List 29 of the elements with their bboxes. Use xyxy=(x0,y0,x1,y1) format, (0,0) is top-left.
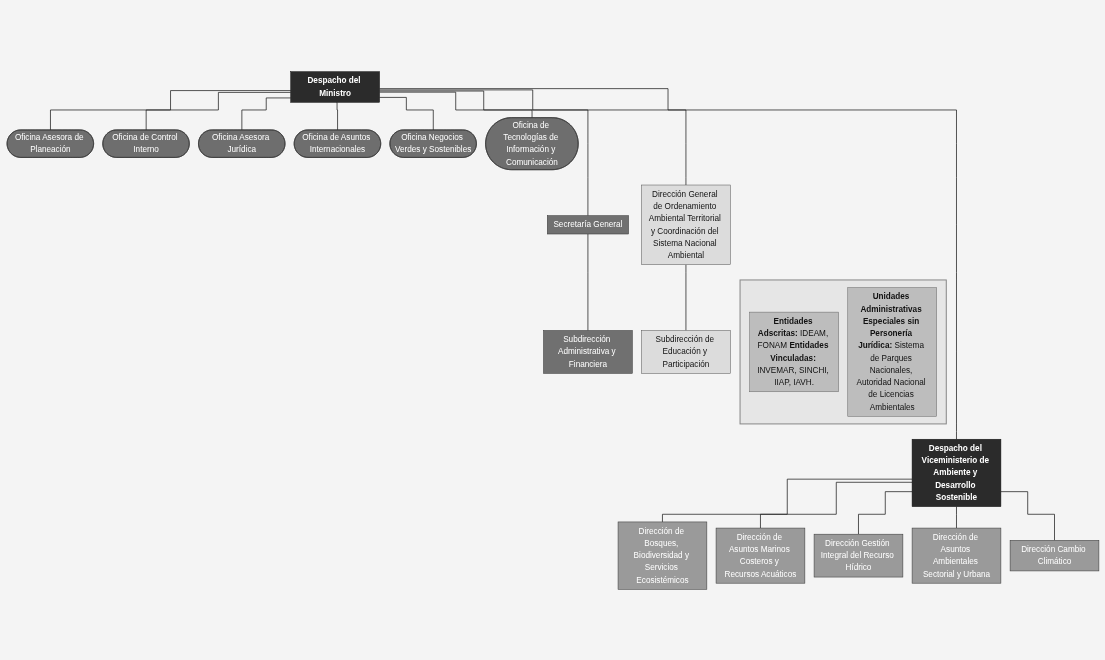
connector xyxy=(335,101,338,130)
connector xyxy=(1000,490,1055,541)
node-box: Dirección de Asuntos Ambientales Sectorial y Urbana xyxy=(911,527,1001,583)
connector xyxy=(378,96,434,130)
connector xyxy=(378,91,533,118)
node-box: Secretaría General xyxy=(546,214,629,234)
connector xyxy=(241,97,291,130)
connector xyxy=(955,505,957,528)
connector xyxy=(145,91,291,130)
connector xyxy=(49,89,291,130)
connector xyxy=(857,490,912,535)
node-box: Unidades Administrativas Especiales sin Personería Jurídica: Sistema de Parques Nacionales, Autoridad Nacional de Licencias Ambientales xyxy=(847,286,937,416)
node-box: Despacho del Viceministerio de Ambiente y Desarrollo Sostenible xyxy=(911,438,1001,507)
node-box: Dirección General de Ordenamiento Ambiental Territorial y Coordinación del Sistema Nacional Ambiental xyxy=(640,184,731,265)
cluster xyxy=(739,278,947,424)
node-box: Dirección Cambio Climático xyxy=(1009,539,1099,571)
node-box: Dirección de Bosques, Biodiversidad y Servicios Ecosistémicos xyxy=(617,521,707,590)
node-box: Subdirección Administrativa y Financiera xyxy=(542,329,633,374)
node-box: Dirección de Asuntos Marinos Costeros y Recursos Acuáticos xyxy=(715,527,805,583)
node-box: Despacho del Ministro xyxy=(289,70,380,103)
node-box: Subdirección de Educación y Participación xyxy=(640,329,731,374)
connector xyxy=(378,89,686,185)
connector xyxy=(378,87,957,440)
connector xyxy=(378,90,588,216)
node-box: Dirección Gestión Integral del Recurso Hídrico xyxy=(813,533,903,577)
node-box: Entidades Adscritas: IDEAM, FONAM Entidades Vinculadas: INVEMAR, SINCHI, IIAP, IAVH. xyxy=(749,311,839,392)
connector xyxy=(587,233,588,331)
connector xyxy=(759,481,912,528)
connector xyxy=(661,478,912,522)
